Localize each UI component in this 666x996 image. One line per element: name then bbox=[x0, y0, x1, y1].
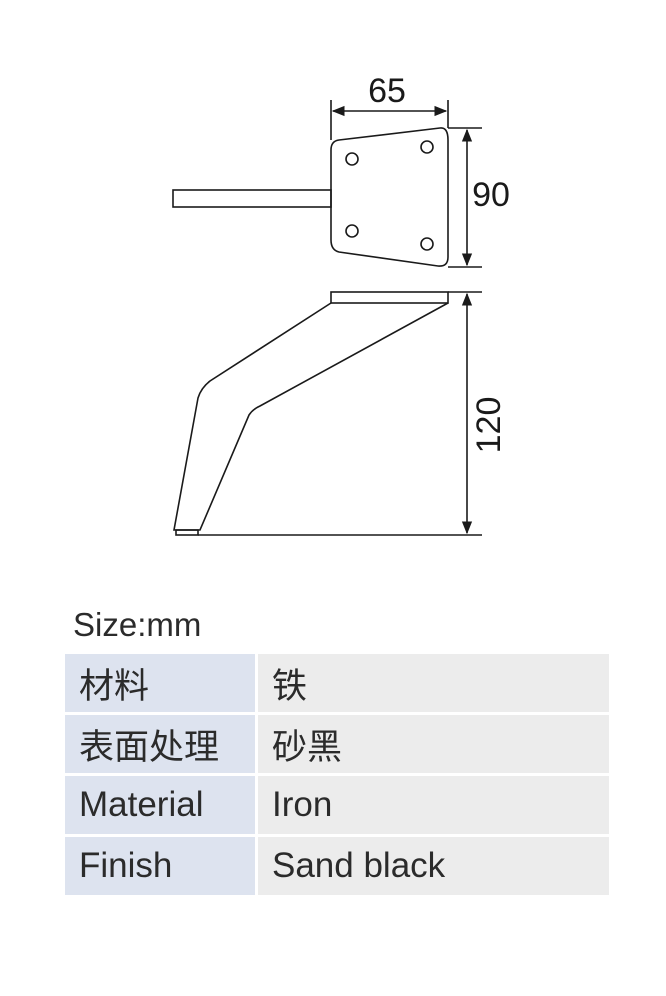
depth-value: 90 bbox=[472, 176, 510, 214]
spec-key: Material bbox=[65, 776, 258, 837]
table-row: 材料 铁 bbox=[65, 654, 609, 715]
side-view bbox=[173, 291, 482, 536]
leg-projection bbox=[172, 189, 332, 208]
screw-hole bbox=[345, 224, 359, 238]
table-row: Material Iron bbox=[65, 776, 609, 837]
top-view bbox=[172, 100, 482, 268]
screw-hole bbox=[420, 237, 434, 251]
table-row: Finish Sand black bbox=[65, 837, 609, 898]
height-value: 120 bbox=[470, 397, 508, 454]
spec-value: 砂黑 bbox=[258, 715, 609, 776]
table-row: 表面处理 砂黑 bbox=[65, 715, 609, 776]
spec-value: Sand black bbox=[258, 837, 609, 898]
technical-drawing: 65 90 120 bbox=[172, 72, 510, 536]
spec-key: 表面处理 bbox=[65, 715, 258, 776]
spec-key: Finish bbox=[65, 837, 258, 898]
spec-value: Iron bbox=[258, 776, 609, 837]
leg-body bbox=[173, 302, 449, 531]
screw-hole bbox=[345, 152, 359, 166]
spec-key: 材料 bbox=[65, 654, 258, 715]
top-plate bbox=[330, 291, 449, 304]
spec-table: 材料 铁 表面处理 砂黑 Material Iron Finish Sand b… bbox=[65, 654, 609, 898]
mounting-plate bbox=[330, 127, 449, 267]
width-value: 65 bbox=[368, 72, 406, 110]
size-unit-label: Size:mm bbox=[73, 606, 202, 643]
screw-hole bbox=[420, 140, 434, 154]
foot-pad bbox=[175, 529, 199, 536]
spec-value: 铁 bbox=[258, 654, 609, 715]
